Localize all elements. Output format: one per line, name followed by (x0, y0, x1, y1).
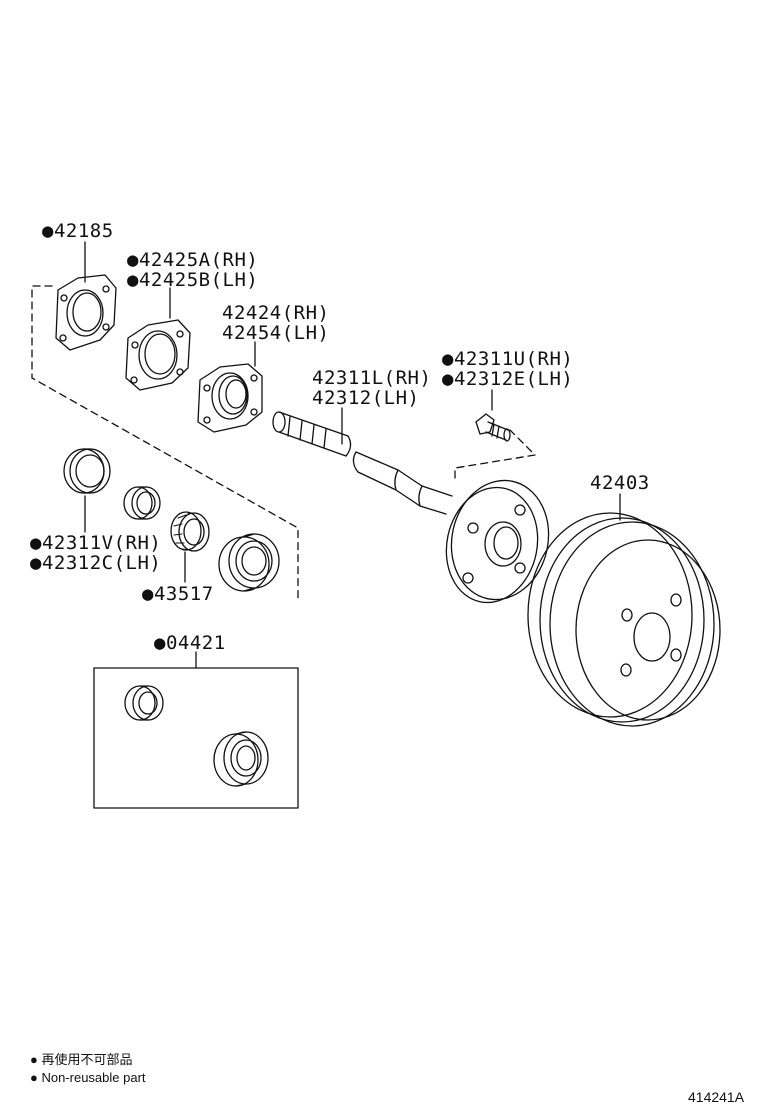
gasket-plate-42185 (55, 274, 117, 351)
label-42424: 42424(RH) (222, 302, 330, 324)
kit-box-04421 (93, 667, 299, 809)
label-04421: ●04421 (154, 632, 226, 654)
outer-bearing (218, 533, 280, 592)
brake-drum-42403 (527, 512, 721, 727)
label-42312c: ●42312C(LH) (30, 552, 162, 574)
legend-japanese: ● 再使用不可部品 (30, 1052, 133, 1067)
label-42311l: 42311L(RH) (312, 367, 432, 389)
label-42403: 42403 (590, 472, 650, 494)
hub-bolt-42311u (475, 413, 511, 442)
label-42454: 42454(LH) (222, 322, 330, 344)
label-42311u: ●42311U(RH) (442, 348, 574, 370)
legend-english: ● Non-reusable part (30, 1070, 146, 1085)
inner-race-ring (123, 486, 161, 520)
label-43517: ●43517 (142, 583, 214, 605)
bearing-housing-42424 (197, 363, 263, 433)
axle-shaft-42311l (272, 411, 550, 604)
label-42312e: ●42312E(LH) (442, 368, 574, 390)
retainer-plate-42425 (125, 319, 191, 391)
leader-lines (84, 241, 621, 669)
label-42185: ●42185 (42, 220, 114, 242)
dashed-bracket (31, 285, 536, 599)
label-42311v: ●42311V(RH) (30, 532, 162, 554)
oil-seal-42311v (63, 448, 111, 494)
label-42425b: ●42425B(LH) (127, 269, 259, 291)
roller-bearing-43517 (170, 511, 210, 552)
figure-id: 414241A (688, 1089, 745, 1105)
label-42312: 42312(LH) (312, 387, 420, 409)
label-42425a: ●42425A(RH) (127, 249, 259, 271)
